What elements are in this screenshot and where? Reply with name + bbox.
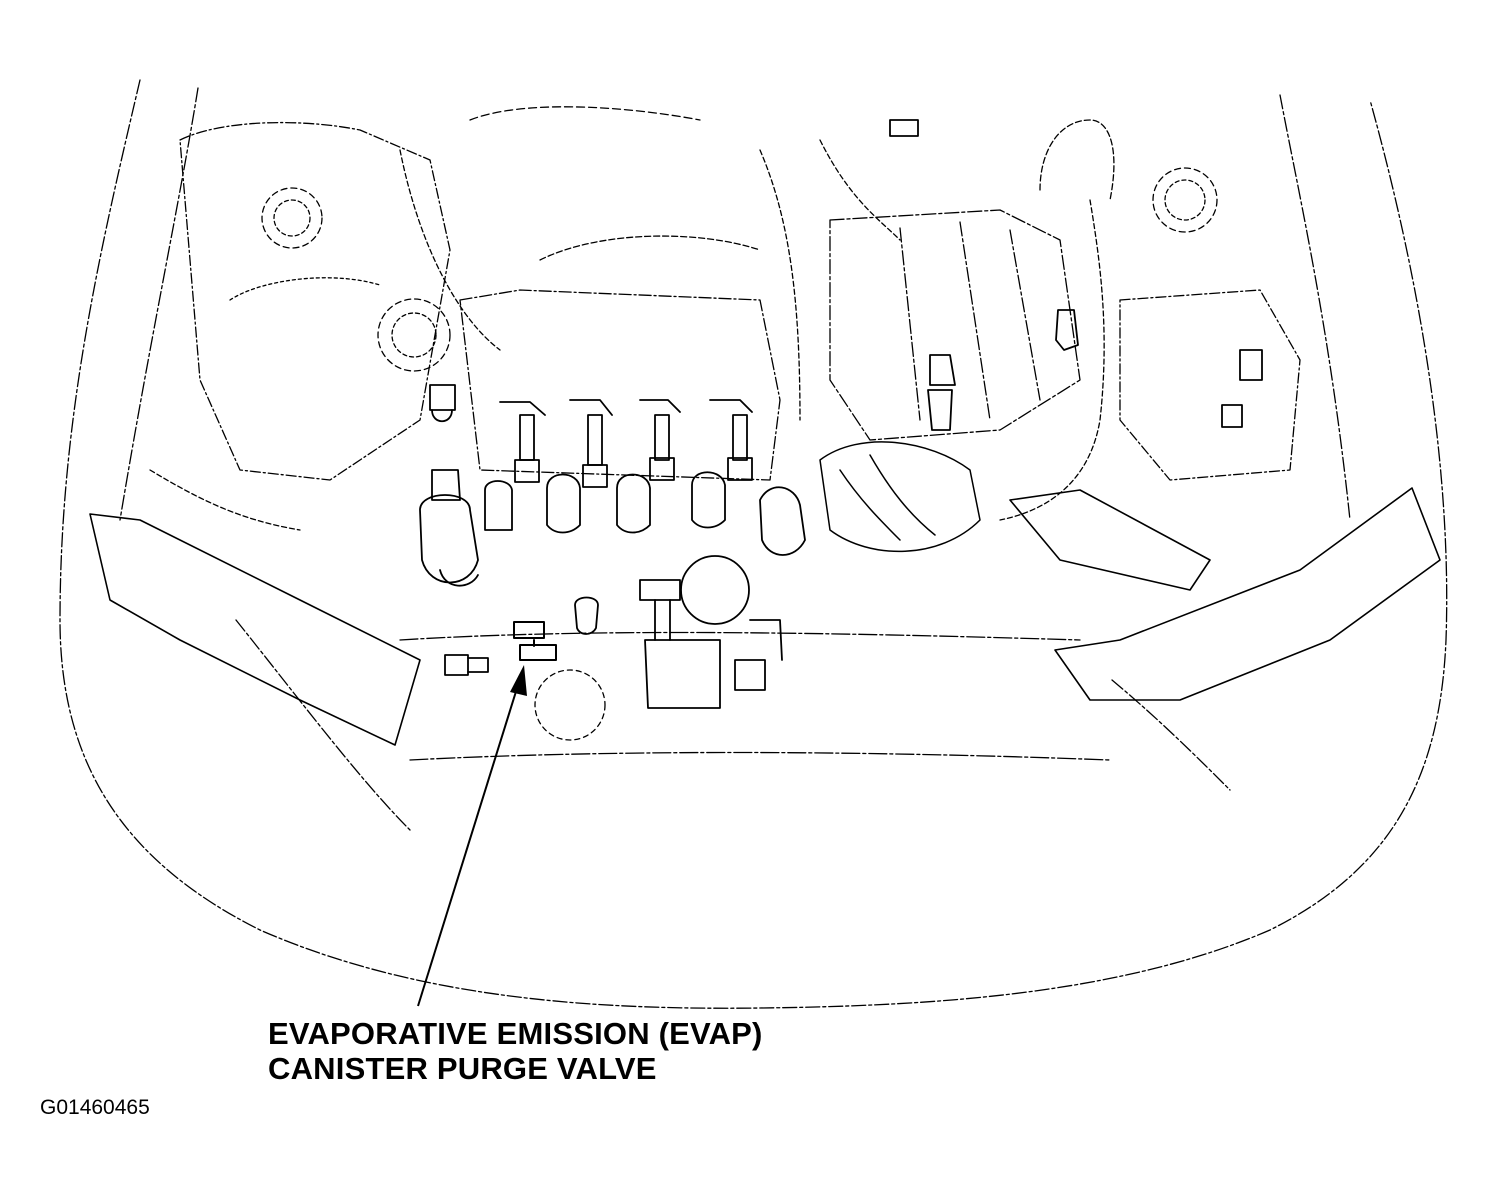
throttle-body — [639, 486, 806, 709]
nearby-fitting — [444, 596, 599, 676]
callout-arrowhead — [510, 665, 527, 696]
left-headlight — [89, 513, 421, 746]
left-sensor — [419, 384, 479, 587]
figure-id: G01460465 — [40, 1096, 150, 1119]
lower-circle — [534, 669, 606, 741]
vehicle-body-outline — [59, 79, 1448, 1009]
callout-label-line1: EVAPORATIVE EMISSION (EVAP) — [268, 1016, 763, 1051]
wiring-harness — [149, 139, 1105, 531]
right-headlight — [1054, 487, 1441, 701]
evap-purge-valve-part — [513, 621, 557, 661]
intake-manifold — [459, 106, 781, 481]
callout-label-line2: CANISTER PURGE VALVE — [268, 1051, 657, 1086]
intake-hose — [819, 441, 981, 553]
callout-label: EVAPORATIVE EMISSION (EVAP) CANISTER PUR… — [268, 1016, 763, 1086]
right-strut-tower — [1009, 119, 1301, 591]
injector-connectors — [499, 399, 753, 488]
radiator-support — [399, 631, 1081, 641]
valve-cover — [829, 209, 1081, 441]
left-strut-tower — [179, 121, 451, 481]
right-sensors — [889, 119, 1263, 431]
ignition-coils — [484, 471, 726, 534]
callout-leader — [417, 665, 527, 1007]
